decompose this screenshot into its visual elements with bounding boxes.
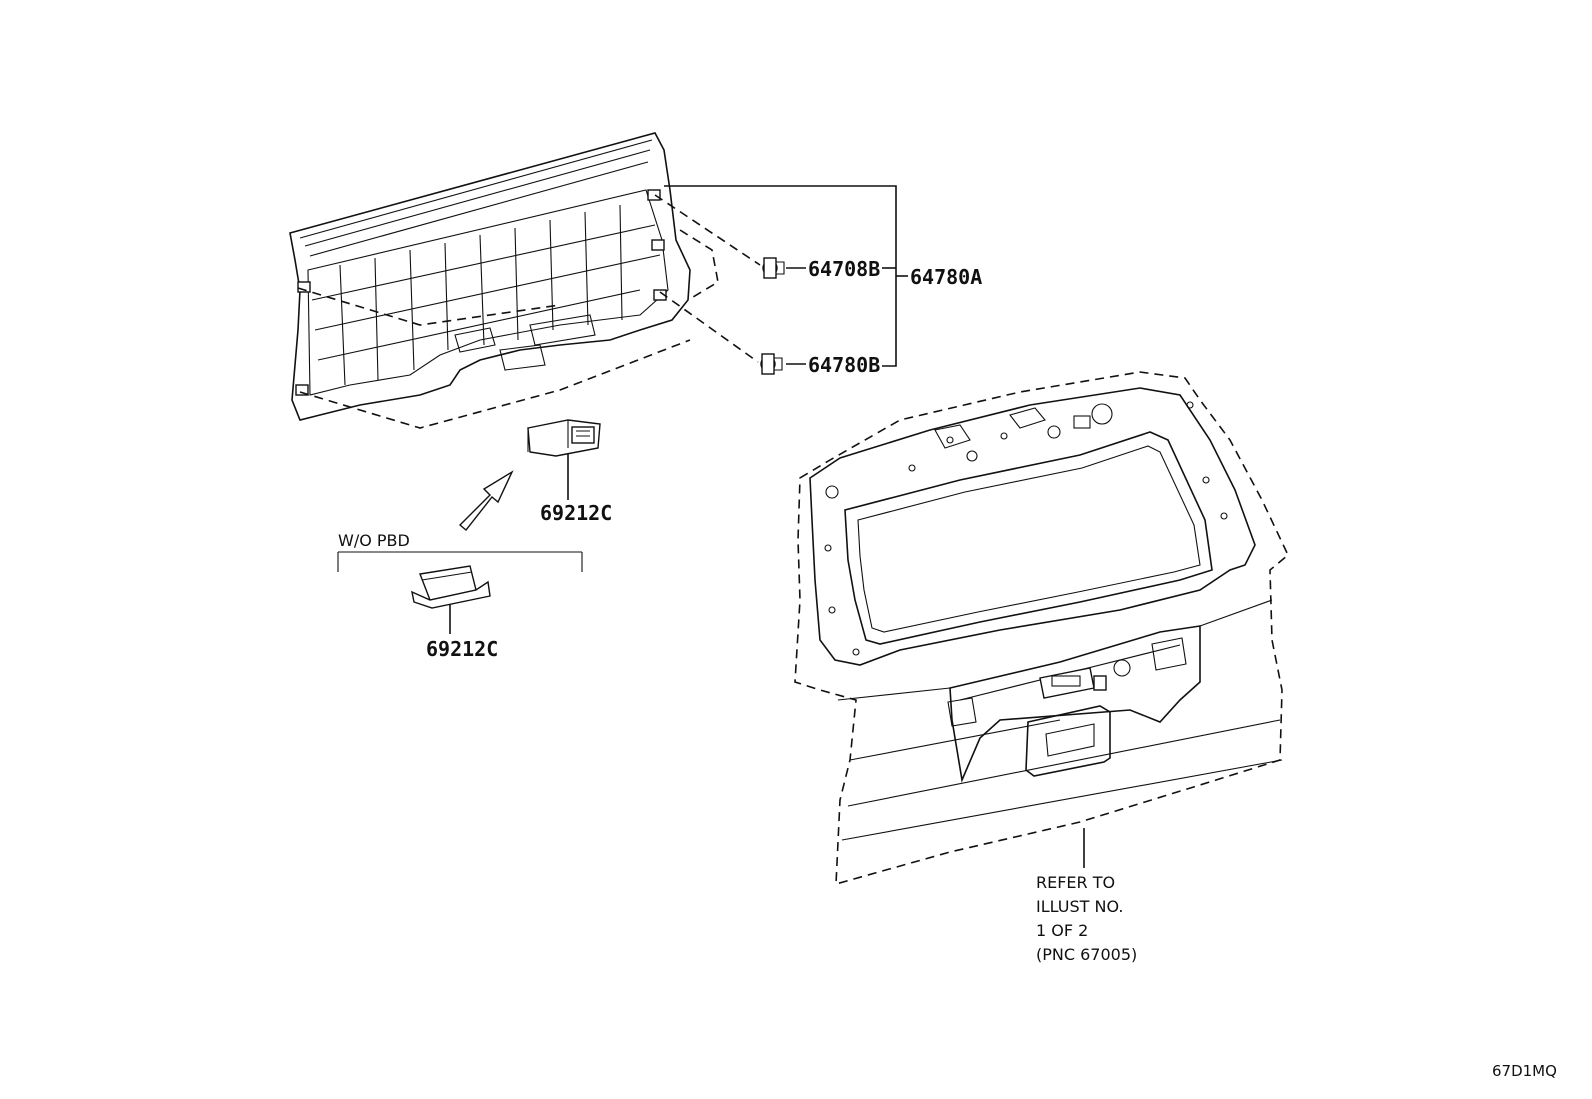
reference-note-line-4: (PNC 67005) — [1036, 945, 1137, 964]
part-label-69212C-upper: 69212C — [540, 501, 612, 525]
reference-note-line-2: ILLUST NO. — [1036, 897, 1123, 916]
clip-64708B — [762, 257, 785, 279]
variant-note: W/O PBD — [338, 531, 410, 550]
arrow-icon — [458, 470, 514, 531]
back-door-trim-panel — [289, 132, 691, 421]
part-label-64780B: 64780B — [808, 353, 880, 377]
back-door-panel — [794, 371, 1289, 886]
part-label-69212C-lower: 69212C — [426, 637, 498, 661]
reference-note-line-3: 1 OF 2 — [1036, 921, 1088, 940]
reference-note-line-1: REFER TO — [1036, 873, 1115, 892]
lamp-69212C-lower — [411, 565, 491, 609]
clip-64780B — [760, 353, 783, 375]
leader-lines — [449, 185, 1085, 868]
lamp-69212C-upper — [527, 419, 601, 457]
variant-bracket — [337, 551, 583, 572]
part-label-64708B: 64708B — [808, 257, 880, 281]
part-label-64780A: 64780A — [910, 265, 982, 289]
trim-phantom-lines — [297, 194, 761, 429]
illustration-code: 67D1MQ — [1492, 1062, 1557, 1080]
